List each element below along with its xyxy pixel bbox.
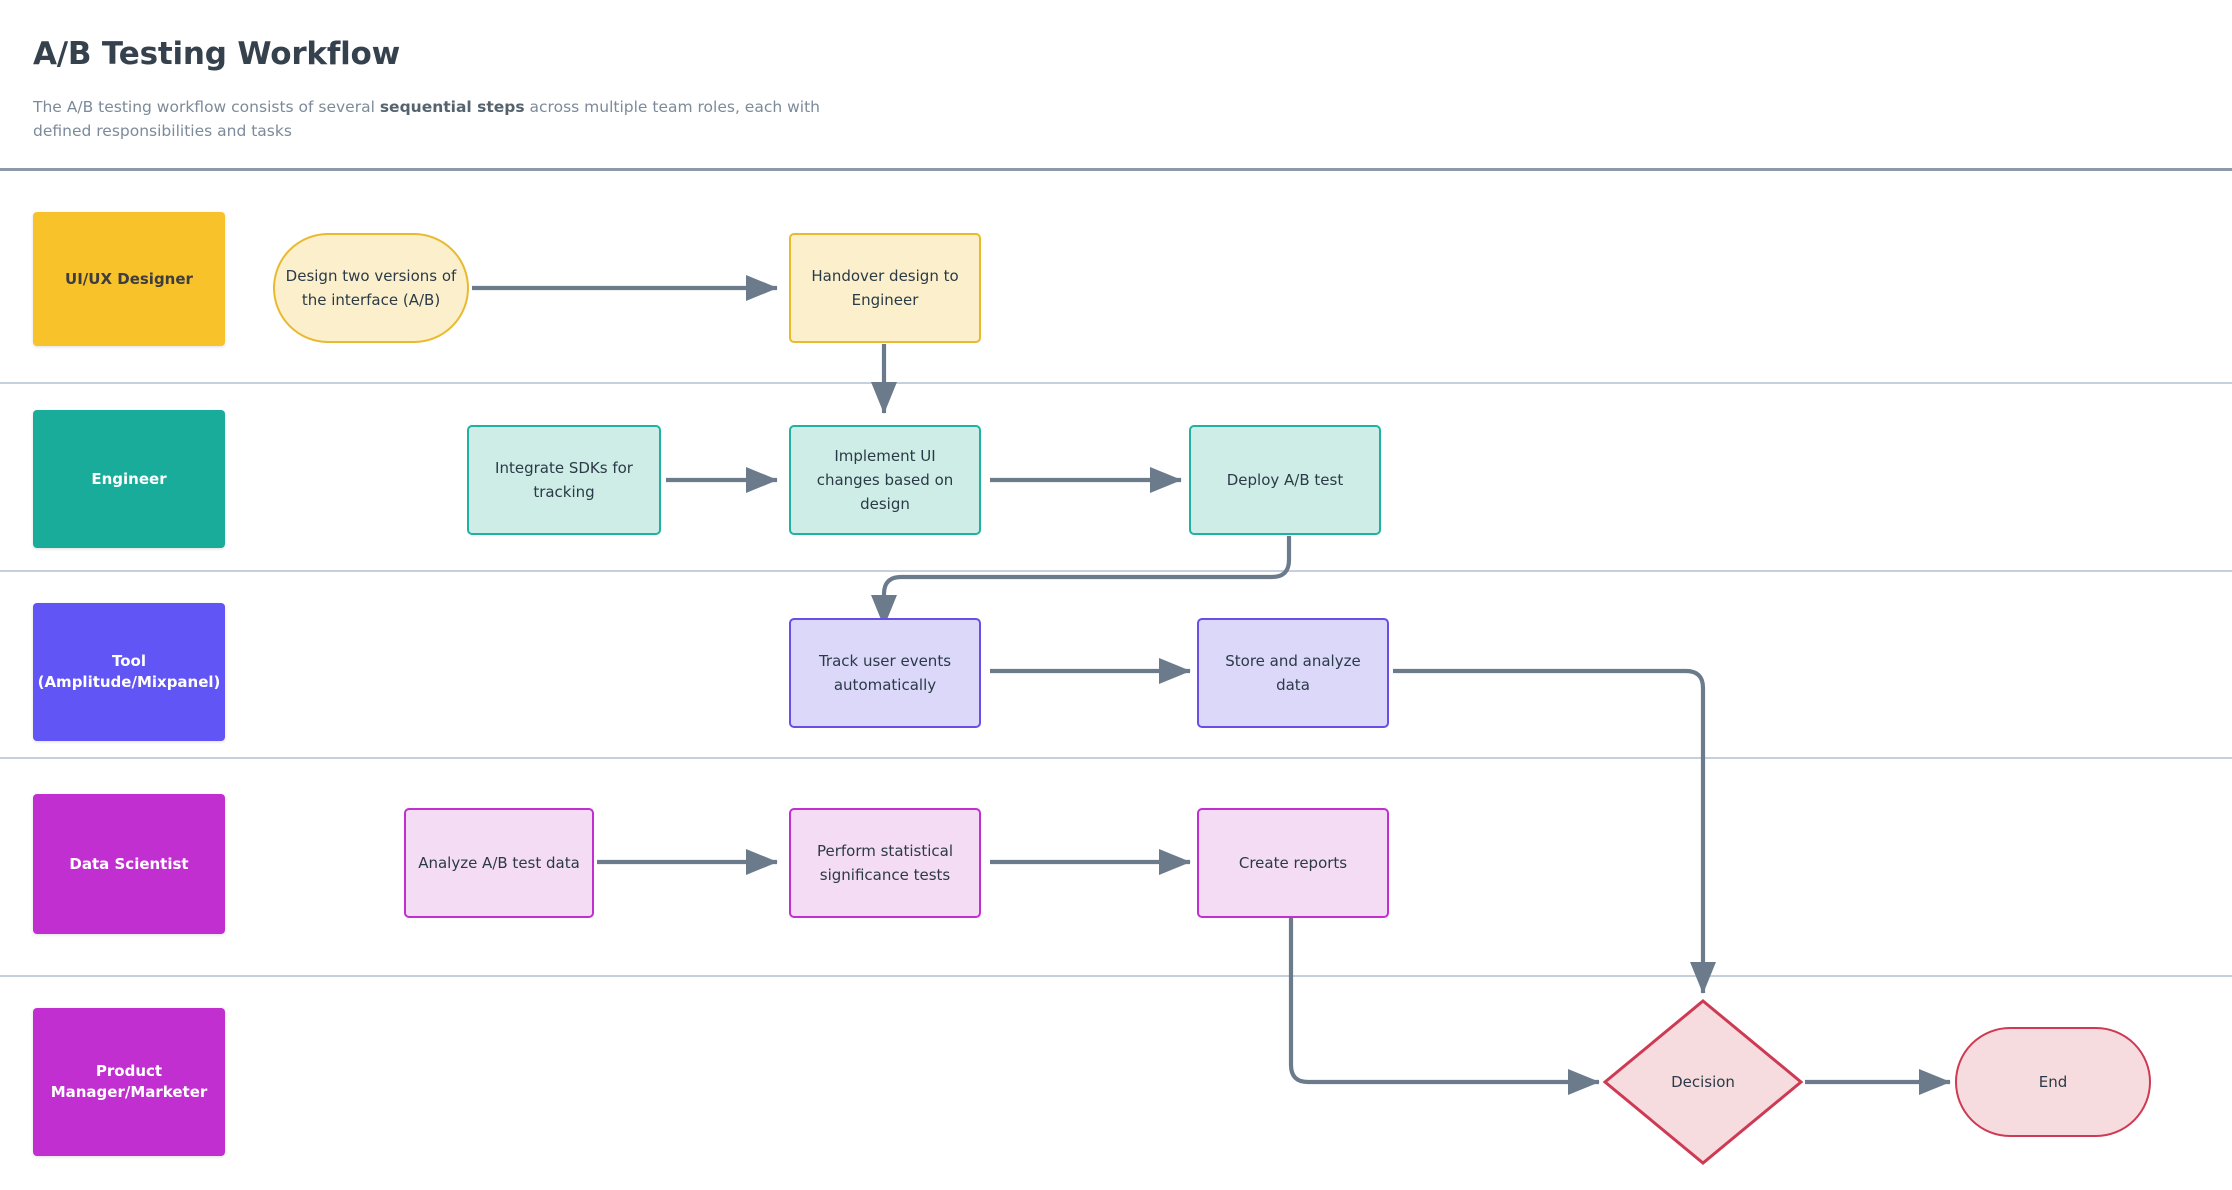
node-design-two-versions[interactable]: Design two versions of the interface (A/… [273,233,469,343]
lane-divider-3 [0,757,2232,759]
node-deploy-ab-test[interactable]: Deploy A/B test [1189,425,1381,535]
lane-divider-4 [0,975,2232,977]
node-decision-label: Decision [1671,1073,1735,1091]
subtitle-text-after: across multiple team roles, each with de… [33,98,820,140]
page-title: A/B Testing Workflow [33,36,401,72]
node-handover-design[interactable]: Handover design to Engineer [789,233,981,343]
lane-label-product-manager: Product Manager/Marketer [33,1008,225,1156]
node-store-and-analyze-data[interactable]: Store and analyze data [1197,618,1389,728]
lane-label-tool: Tool (Amplitude/Mixpanel) [33,603,225,741]
node-decision[interactable]: Decision [1602,998,1804,1166]
node-track-user-events[interactable]: Track user events automatically [789,618,981,728]
lane-label-ui-ux-designer: UI/UX Designer [33,212,225,346]
decision-diamond-shape [1602,999,1804,1165]
lane-label-data-scientist: Data Scientist [33,794,225,934]
page-header: A/B Testing Workflow The A/B testing wor… [0,0,2232,171]
node-create-reports[interactable]: Create reports [1197,808,1389,918]
node-end[interactable]: End [1955,1027,2151,1137]
node-implement-ui-changes[interactable]: Implement UI changes based on design [789,425,981,535]
node-integrate-sdks[interactable]: Integrate SDKs for tracking [467,425,661,535]
page-subtitle: The A/B testing workflow consists of sev… [33,95,853,143]
header-divider [0,168,2232,171]
node-analyze-ab-test-data[interactable]: Analyze A/B test data [404,808,594,918]
edge-store-to-decision [1393,668,1717,994]
lane-divider-1 [0,382,2232,384]
node-statistical-significance[interactable]: Perform statistical significance tests [789,808,981,918]
edge-deploy-to-track [870,536,1292,627]
lane-label-engineer: Engineer [33,410,225,548]
lane-divider-2 [0,570,2232,572]
edge-reports-to-decision [1288,916,1600,1096]
subtitle-emphasis: sequential steps [379,98,525,116]
subtitle-text-before: The A/B testing workflow consists of sev… [33,98,380,116]
